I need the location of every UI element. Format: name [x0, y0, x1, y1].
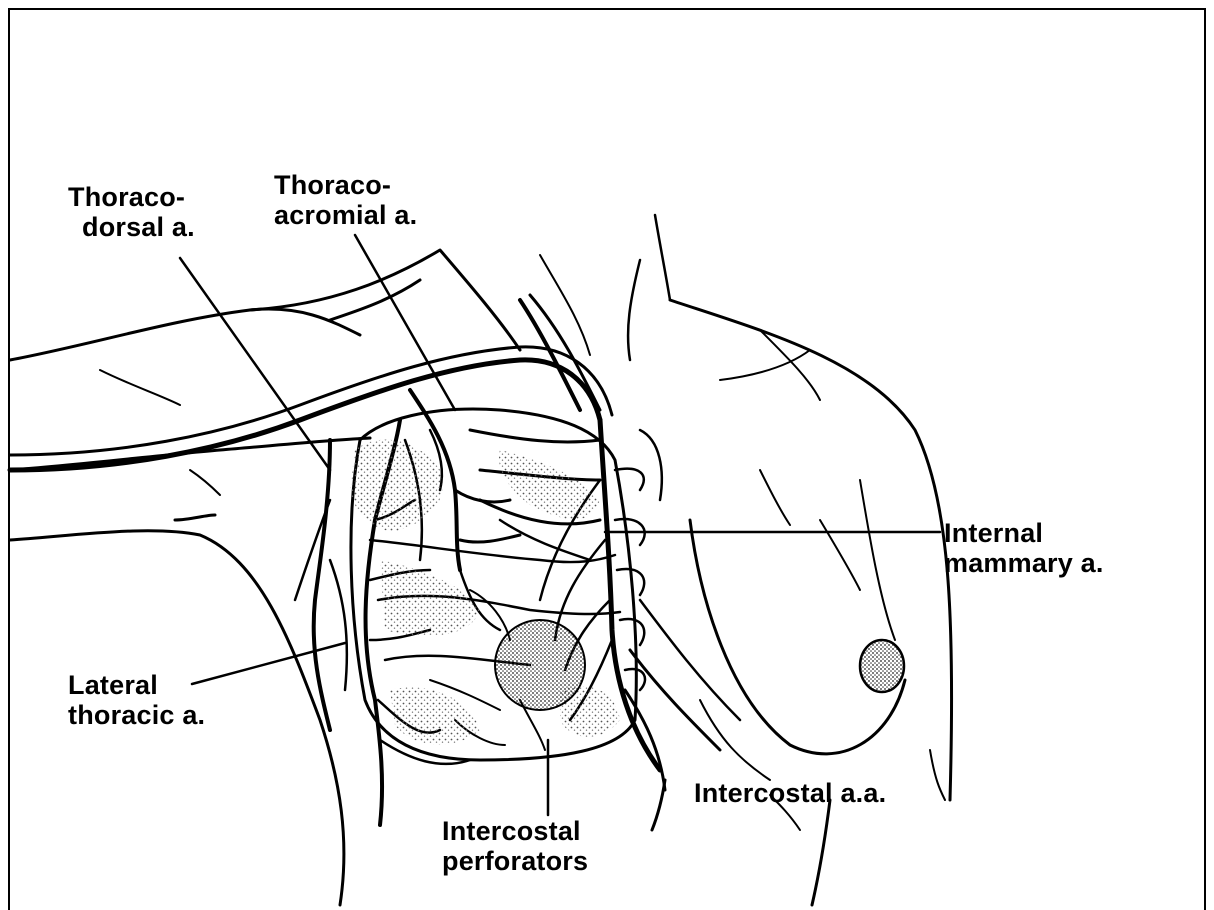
leader-lateral-thoracic [192, 643, 345, 684]
label-line: Lateral [68, 670, 205, 700]
label-thoracoacromial-artery: Thoraco- acromial a. [274, 170, 417, 230]
leader-thoracodorsal [180, 258, 330, 470]
label-line: Thoraco- [274, 170, 417, 200]
thoracodorsal-artery [314, 440, 330, 730]
label-line: mammary a. [944, 548, 1104, 578]
right-breast-contour [670, 300, 952, 800]
intercostal-artery-2 [625, 690, 665, 790]
label-line: acromial a. [274, 200, 417, 230]
label-intercostal-perforators: Intercostal perforators [442, 816, 588, 876]
label-intercostal-arteries: Intercostal a.a. [694, 778, 886, 808]
label-line: dorsal a. [68, 212, 195, 242]
label-line: thoracic a. [68, 700, 205, 730]
label-line: Thoraco- [68, 182, 195, 212]
intercostal-artery-1 [630, 650, 720, 750]
pectoralis-stipple [350, 440, 443, 531]
label-thoracodorsal-artery: Thoraco- dorsal a. [68, 182, 195, 242]
arm-upper-contour [10, 309, 360, 360]
label-line: Internal [944, 518, 1104, 548]
label-line: Intercostal a.a. [694, 778, 886, 808]
label-internal-mammary-artery: Internal mammary a. [944, 518, 1104, 578]
label-line: Intercostal [442, 816, 588, 846]
label-lateral-thoracic-artery: Lateral thoracic a. [68, 670, 205, 730]
label-line: perforators [442, 846, 588, 876]
